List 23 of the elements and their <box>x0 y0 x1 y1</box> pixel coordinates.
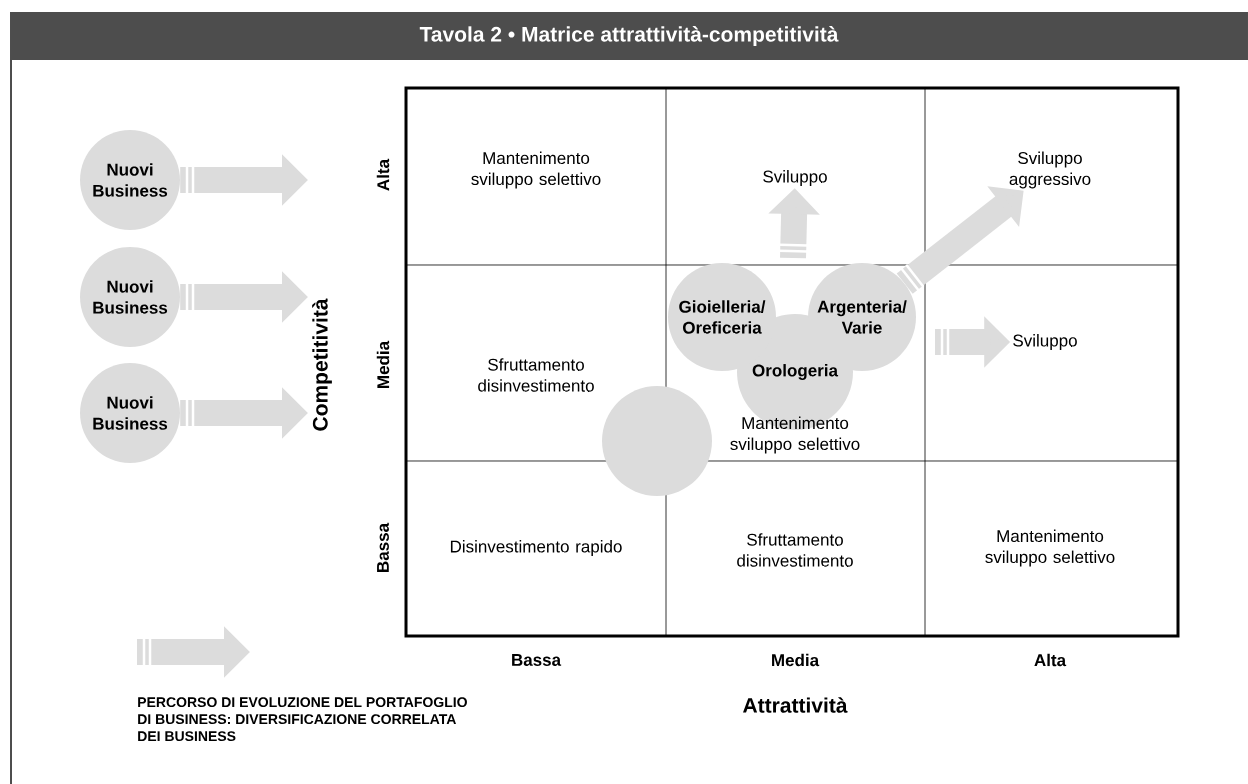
cell-text: Mantenimento sviluppo selettivo <box>985 529 1115 567</box>
cell-text: Sfruttamento disinvestimento <box>737 533 853 567</box>
axis-label: Alta <box>376 158 390 191</box>
cell-text: Sviluppo <box>1013 334 1077 350</box>
axis-label: Media <box>772 653 820 667</box>
category-bubble: Nuovi Business <box>80 130 180 230</box>
axis-label: Bassa <box>512 654 562 666</box>
cell-text: Disinvestimento rapido <box>450 540 622 556</box>
axis-label: Media <box>376 340 390 388</box>
title-bar: Tavola 2 • Matrice attrattività-competitività <box>10 12 1248 60</box>
axis-label: Alta <box>1034 653 1067 667</box>
cell-text: Mantenimento sviluppo selettivo <box>471 151 601 189</box>
category-bubble: Nuovi Business <box>80 363 180 463</box>
cell-text: Sviluppo aggressivo <box>1009 151 1091 189</box>
category-bubble: Nuovi Business <box>80 247 180 347</box>
axis-label: Competitività <box>312 298 332 431</box>
cell-text: Sviluppo <box>763 170 827 186</box>
cell-text: Sfruttamento disinvestimento <box>478 358 594 392</box>
category-bubble <box>602 386 712 496</box>
axis-label: Bassa <box>377 522 389 572</box>
axis-label: Attrattività <box>743 697 848 713</box>
block-arrow <box>896 186 1024 294</box>
legend-text: PERCORSO DI EVOLUZIONE DEL PORTAFOGLIO DI BUSINESS: DIVERSIFICAZIONE CORRELATA DEI BUSINESS <box>138 697 467 742</box>
